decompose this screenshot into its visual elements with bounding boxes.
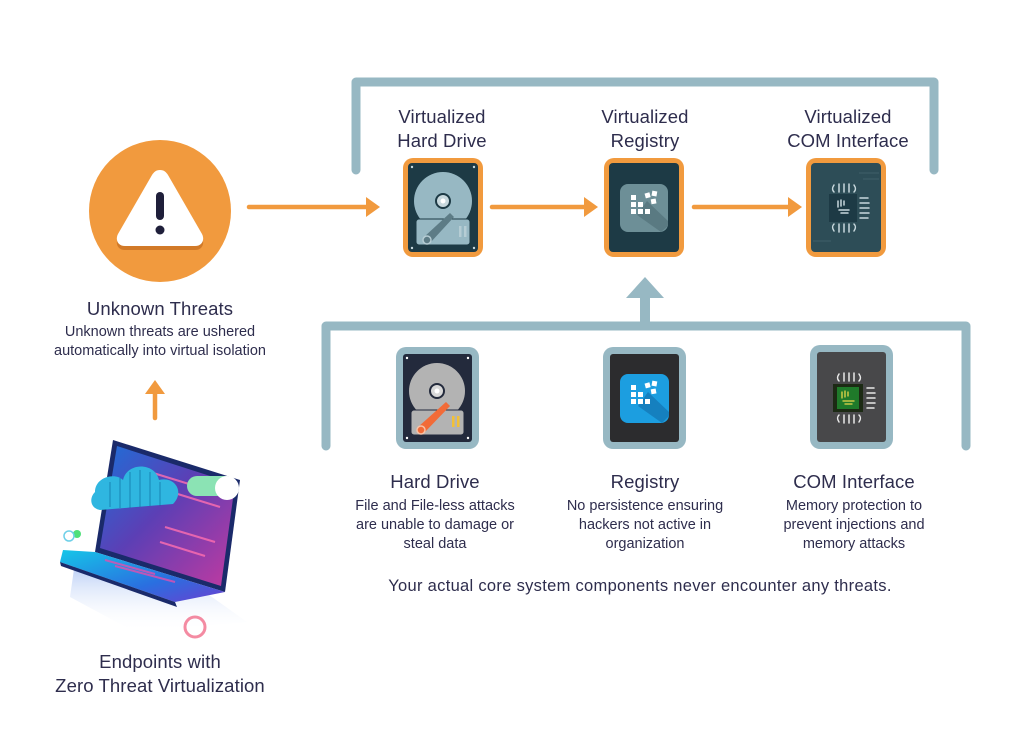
endpoint-text: Endpoints with Zero Threat Virtualizatio…	[20, 650, 300, 698]
hard-drive-desc-2: are unable to damage or	[356, 517, 514, 533]
unknown-threats-icon	[89, 140, 231, 282]
up-arrow-head	[626, 277, 664, 298]
unknown-threats-desc-1: Unknown threats are ushered	[64, 324, 256, 340]
com-interface-desc-2: prevent injections and	[783, 517, 925, 533]
virtualized-registry-card	[604, 158, 684, 257]
hard-drive-desc-3: steal data	[403, 536, 467, 552]
chip-icon	[817, 352, 886, 442]
virtualized-com-label-1: Virtualized	[804, 106, 892, 127]
hard-drive-icon	[408, 163, 478, 252]
registry-title: Registry	[610, 471, 680, 492]
com-interface-desc-3: memory attacks	[802, 536, 906, 552]
hard-drive-desc-1: File and File-less attacks	[355, 498, 515, 514]
registry-text: Registry No persistence ensuring hackers…	[540, 470, 750, 554]
com-interface-card	[810, 345, 893, 449]
virtualized-registry-label-1: Virtualized	[601, 106, 689, 127]
registry-card	[603, 347, 686, 449]
endpoint-illustration	[55, 432, 255, 642]
virtualized-hdd-label-2: Hard Drive	[397, 130, 487, 151]
registry-icon	[610, 354, 679, 442]
hard-drive-text: Hard Drive File and File-less attacks ar…	[330, 470, 540, 554]
virtualized-hard-drive-card	[403, 158, 483, 257]
registry-icon	[609, 163, 679, 252]
warning-icon	[89, 140, 231, 282]
arrow-hdd-to-registry	[489, 197, 598, 217]
com-interface-text: COM Interface Memory protection to preve…	[749, 470, 959, 554]
virtualized-com-label-2: COM Interface	[787, 130, 909, 151]
registry-desc-2: hackers not active in	[578, 517, 712, 533]
up-arrow-shaft	[640, 296, 650, 326]
endpoint-title-1: Endpoints with	[99, 651, 221, 672]
registry-desc-3: organization	[605, 536, 685, 552]
laptop-illustration	[60, 440, 247, 639]
chip-icon	[811, 163, 881, 252]
com-interface-desc-1: Memory protection to	[785, 498, 923, 514]
virtualized-registry-label: Virtualized Registry	[565, 105, 725, 153]
registry-desc-1: No persistence ensuring	[566, 498, 724, 514]
virtualized-registry-label-2: Registry	[610, 130, 680, 151]
hard-drive-icon	[403, 354, 472, 442]
top-bracket	[351, 77, 939, 175]
hard-drive-title: Hard Drive	[390, 471, 480, 492]
unknown-threats-text: Unknown Threats Unknown threats are ushe…	[20, 297, 300, 361]
arrow-endpoint-to-threat	[145, 380, 165, 421]
arrow-registry-to-com	[691, 197, 802, 217]
virtualized-hard-drive-label: Virtualized Hard Drive	[362, 105, 522, 153]
arrow-threat-to-hdd	[246, 197, 380, 217]
footer-note: Your actual core system components never…	[388, 577, 892, 595]
virtualized-hdd-label-1: Virtualized	[398, 106, 486, 127]
unknown-threats-desc-2: automatically into virtual isolation	[54, 343, 266, 359]
endpoint-title-2: Zero Threat Virtualization	[55, 675, 265, 696]
virtualized-com-label: Virtualized COM Interface	[758, 105, 938, 153]
virtualized-com-card	[806, 158, 886, 257]
hard-drive-card	[396, 347, 479, 449]
unknown-threats-title: Unknown Threats	[86, 298, 234, 319]
com-interface-title: COM Interface	[793, 471, 915, 492]
